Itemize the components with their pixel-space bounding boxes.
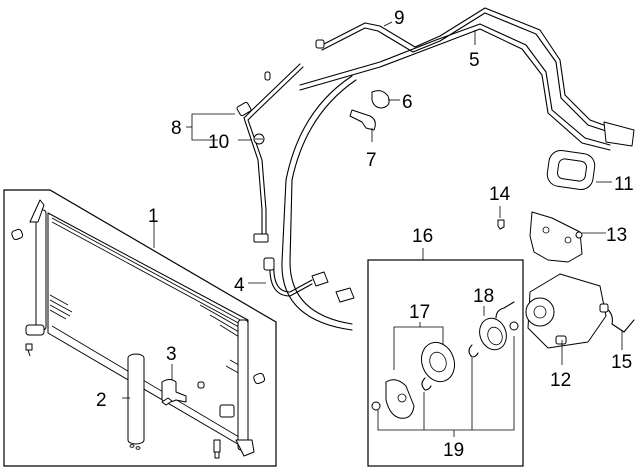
callout-10: 10 (208, 132, 229, 153)
callout-8: 8 (171, 118, 182, 139)
leader-lines (122, 21, 623, 437)
liquid-line[interactable] (236, 63, 304, 243)
callout-12: 12 (550, 370, 571, 391)
bracket[interactable] (349, 109, 376, 131)
callout-3: 3 (166, 344, 177, 365)
receiver-drier[interactable] (127, 353, 145, 450)
tube-assembly[interactable] (299, 7, 635, 151)
callout-5: 5 (469, 50, 480, 71)
callout-15: 15 (611, 352, 632, 373)
hose[interactable] (315, 22, 441, 53)
cushion-left (11, 228, 24, 241)
compressor-bracket[interactable] (529, 211, 583, 263)
drier-bracket[interactable] (161, 379, 187, 406)
compressor[interactable] (525, 273, 607, 349)
harness[interactable] (599, 303, 635, 333)
callout-16: 16 (412, 226, 433, 247)
snap-ring-2[interactable] (468, 344, 479, 358)
clutch-hub[interactable] (385, 379, 415, 419)
callout-7: 7 (366, 150, 377, 171)
nut-small (197, 381, 205, 389)
grommet[interactable] (546, 149, 597, 191)
suction-hose[interactable] (263, 75, 357, 331)
field-coil[interactable] (475, 301, 515, 353)
clip[interactable] (253, 133, 265, 145)
callout-13: 13 (606, 225, 627, 246)
callout-11: 11 (614, 174, 634, 195)
snap-ring-1[interactable] (421, 377, 432, 391)
nut[interactable] (371, 401, 381, 411)
clip-left (25, 343, 33, 357)
shim[interactable] (509, 321, 519, 331)
callout-19: 19 (443, 440, 464, 461)
bolt[interactable] (497, 219, 505, 230)
line-clamp[interactable] (371, 90, 390, 109)
cushion-right (253, 372, 266, 385)
callout-14: 14 (489, 184, 511, 205)
callout-2: 2 (96, 390, 107, 411)
bolt-bottom (213, 439, 221, 459)
callout-18: 18 (473, 286, 494, 307)
callout-6: 6 (402, 92, 413, 113)
callout-4: 4 (234, 275, 245, 296)
condenser[interactable] (25, 199, 255, 457)
callout-1: 1 (148, 206, 159, 227)
pulley[interactable] (416, 338, 460, 387)
callout-9: 9 (394, 8, 405, 29)
callout-17: 17 (409, 302, 430, 323)
